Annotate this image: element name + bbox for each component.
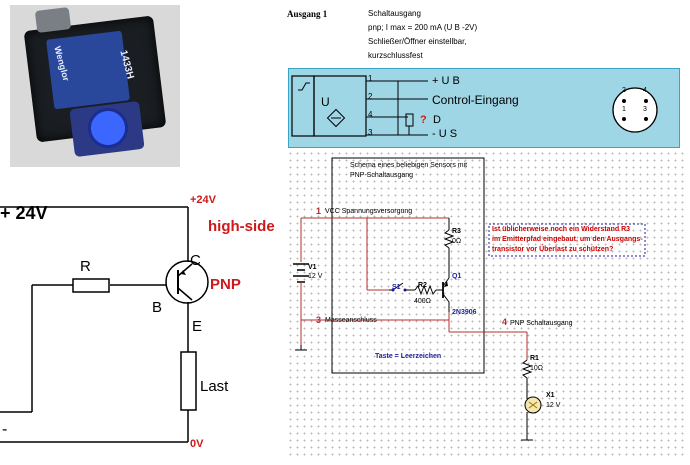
box-title-2: PNP-Schaltausgang <box>350 172 414 179</box>
ub-label: + U B <box>432 75 460 87</box>
sensor-connector <box>34 7 72 33</box>
note-line-3: transistor vor Überlast zu schützen? <box>492 246 614 253</box>
simulation-grid <box>287 150 685 458</box>
spec-line-1: Schaltausgang <box>368 9 421 18</box>
r1-value: 10Ω <box>530 365 544 372</box>
mass-label: Masseanschluss <box>325 317 377 324</box>
pnp-highside-schematic <box>0 206 209 443</box>
spec-title: Ausgang 1 <box>287 9 328 19</box>
box-title-1: Schema eines beliebigen Sensors mit <box>350 162 468 169</box>
plus-24-label: + 24V <box>0 203 48 223</box>
r1-label: R1 <box>530 355 539 362</box>
note-line-2: im Emitterpfad eingebaut, um den Ausgang… <box>492 236 643 243</box>
spec-line-3: Schließer/Öffner einstellbar, <box>368 37 467 46</box>
pnp-label: PNP <box>210 276 241 293</box>
sensor-photo: Wenglor 1433H <box>10 5 180 167</box>
spec-line-4: kurzschlussfest <box>368 51 423 60</box>
collector-c-label: C <box>190 252 201 269</box>
control-input-label: Control-Eingang <box>432 93 519 107</box>
plus-24v-rail-label: +24V <box>190 194 216 206</box>
emitter-e-label: E <box>192 318 203 335</box>
simulation-schematic <box>293 157 646 441</box>
high-side-label: high-side <box>208 218 275 235</box>
r2-value: 400Ω <box>414 298 431 305</box>
pin-3-label: 3 <box>368 128 373 137</box>
node-4-label: 4 <box>502 317 508 327</box>
x1-label: X1 <box>546 392 555 399</box>
r2-label: R2 <box>418 282 427 289</box>
s1-label: S1 <box>392 284 401 291</box>
question-mark: ? <box>420 114 427 126</box>
pin-2-label: 2 <box>368 92 373 101</box>
r3-label: R3 <box>452 228 461 235</box>
spec-line-2: pnp; I max = 200 mA (U B -2V) <box>368 23 478 32</box>
connector-wiring <box>291 75 658 137</box>
vcc-label: VCC Spannungsversorgung <box>325 208 413 215</box>
node-1-label: 1 <box>316 206 322 216</box>
pin-4-label: 4 <box>368 110 373 119</box>
v1-label: V1 <box>308 264 317 271</box>
plug-pin-4: 4 <box>643 87 647 94</box>
plug-pin-1: 1 <box>622 106 626 113</box>
pnp-output-label: PNP Schaltausgang <box>510 320 573 327</box>
key-hint-label: Taste = Leerzeichen <box>375 353 442 360</box>
us-label: - U S <box>432 128 458 140</box>
v1-value: 12 V <box>308 273 323 280</box>
plug-pin-3: 3 <box>643 106 647 113</box>
r3-value: 0Ω <box>452 238 462 245</box>
minus-label: - <box>2 421 8 438</box>
note-line-1: Ist üblicherweise noch ein Widerstand R3 <box>492 226 631 233</box>
d-label: D <box>433 114 441 126</box>
load-last-label: Last <box>200 378 229 395</box>
zero-v-label: 0V <box>190 438 204 450</box>
u-box-letter: U <box>321 95 330 109</box>
base-b-label: B <box>152 299 163 316</box>
q1-part: 2N3906 <box>452 309 477 316</box>
resistor-r-label: R <box>80 258 91 275</box>
plug-pin-2: 2 <box>622 87 626 94</box>
q1-label: Q1 <box>452 273 462 280</box>
node-3-label: 3 <box>316 315 322 325</box>
x1-value: 12 V <box>546 402 561 409</box>
pin-1-label: 1 <box>368 74 373 83</box>
